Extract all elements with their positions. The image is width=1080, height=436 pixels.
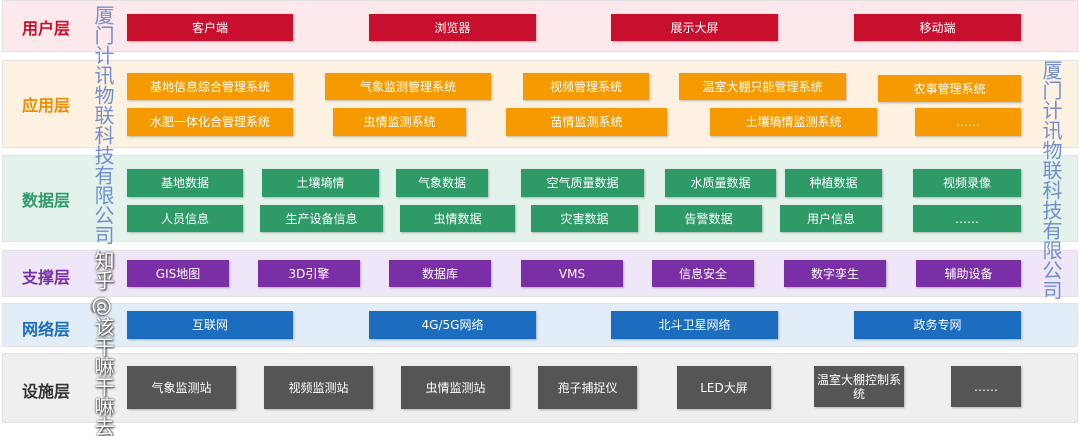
data-layer-item: 空气质量数据 (521, 169, 644, 197)
data-layer-label: 数据层 (22, 191, 71, 210)
facility-layer-item: 孢子捕捉仪 (538, 366, 637, 409)
support-layer-item: GIS地图 (127, 260, 229, 287)
network-layer-item: 北斗卫星网络 (611, 311, 778, 339)
support-layer-item: 数据库 (389, 260, 491, 287)
network-layer-item: 4G/5G网络 (369, 311, 536, 339)
support-layer-label: 支撑层 (22, 268, 71, 287)
app-layer-item: …… (915, 108, 1021, 136)
data-layer-item: 告警数据 (655, 205, 762, 232)
app-layer-item: 苗情监测系统 (506, 108, 667, 136)
network-layer-label: 网络层 (22, 320, 71, 339)
app-layer-label: 应用层 (22, 96, 71, 115)
facility-layer-item: 视频监测站 (264, 366, 373, 409)
facility-layer-item: 温室大棚控制系统 (814, 366, 904, 407)
app-layer-item: 视频管理系统 (523, 73, 649, 100)
user-layer-label: 用户层 (22, 19, 71, 38)
support-layer-item: VMS (521, 260, 623, 287)
facility-layer-label: 设施层 (22, 382, 71, 401)
data-layer-item: 水质量数据 (665, 169, 776, 197)
data-layer-item: …… (913, 205, 1021, 232)
user-layer-item: 移动端 (854, 14, 1021, 41)
app-layer-item: 基地信息综合管理系统 (127, 73, 293, 100)
app-layer-item: 土壤墒情监测系统 (710, 108, 877, 136)
app-layer-item: 虫情监测系统 (333, 108, 466, 136)
network-layer-item: 互联网 (127, 311, 293, 339)
app-layer-item: 农事管理系统 (878, 75, 1021, 102)
data-layer-item: 用户信息 (780, 205, 882, 232)
data-layer-item: 土壤墒情 (262, 169, 379, 197)
facility-layer-item: LED大屏 (677, 366, 771, 409)
data-layer-item: 视频录像 (913, 169, 1021, 197)
user-layer-item: 客户端 (127, 14, 293, 41)
data-layer-item: 种植数据 (785, 169, 882, 197)
app-layer-item: 温室大棚只能管理系统 (679, 73, 846, 100)
user-layer-item: 浏览器 (369, 14, 536, 41)
data-layer-item: 气象数据 (396, 169, 488, 197)
support-layer-item: 辅助设备 (916, 260, 1021, 287)
app-layer-item: 气象监测管理系统 (325, 73, 491, 100)
facility-layer-item: …… (951, 366, 1021, 407)
support-layer-item: 数字孪生 (784, 260, 886, 287)
support-layer-item: 信息安全 (652, 260, 754, 287)
data-layer-item: 灾害数据 (531, 205, 638, 232)
data-layer-item: 基地数据 (127, 169, 243, 197)
data-layer-item: 人员信息 (127, 205, 243, 232)
support-layer-item: 3D引擎 (258, 260, 360, 287)
facility-layer-item: 气象监测站 (127, 366, 236, 409)
zhihu-watermark: 知乎 @该干嘛干嘛去 (91, 250, 115, 436)
data-layer-item: 虫情数据 (400, 205, 515, 232)
app-layer-item: 水肥一体化合管理系统 (127, 108, 293, 136)
facility-layer-item: 虫情监测站 (401, 366, 510, 409)
data-layer-item: 生产设备信息 (260, 205, 383, 232)
user-layer-item: 展示大屏 (611, 14, 778, 41)
network-layer-item: 政务专网 (854, 311, 1021, 339)
